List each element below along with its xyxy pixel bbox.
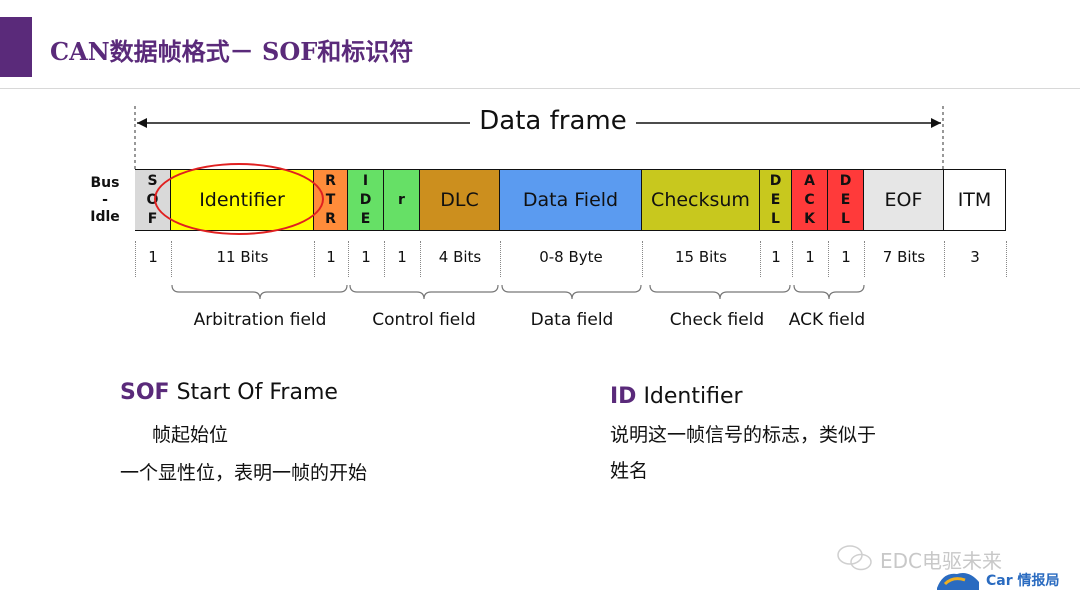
field-itm-label: ITM	[957, 189, 992, 211]
identifier-highlight-ellipse	[154, 163, 324, 235]
bit-separator	[642, 241, 643, 277]
field-ack: A C K	[792, 169, 828, 231]
bit-separator	[171, 241, 172, 277]
bits-r: 1	[397, 248, 407, 266]
field-ack-del: D E L	[828, 169, 864, 231]
bit-separator	[314, 241, 315, 277]
bit-separator	[760, 241, 761, 277]
bit-separator	[384, 241, 385, 277]
bit-separator	[420, 241, 421, 277]
sof-desc-line2: 一个显性位，表明一帧的开始	[120, 462, 368, 484]
bit-separator	[792, 241, 793, 277]
field-r: r	[384, 169, 420, 231]
field-r-label: r	[398, 191, 405, 208]
watermark-brand: Car 情报局	[986, 573, 1060, 589]
field-dlc: DLC	[420, 169, 500, 231]
data-frame-label: Data frame	[470, 106, 636, 136]
bits-ide: 1	[361, 248, 371, 266]
field-rtr: R T R	[314, 169, 348, 231]
bits-itm: 3	[970, 248, 980, 266]
bits-data: 0-8 Byte	[539, 248, 603, 266]
sof-heading: SOF Start Of Frame	[120, 380, 338, 405]
field-ack-label: A C K	[804, 172, 815, 227]
field-checksum-label: Checksum	[651, 189, 750, 211]
id-name: Identifier	[636, 384, 743, 409]
field-ack-del-label: D E L	[839, 172, 852, 227]
id-abbr: ID	[610, 384, 637, 409]
field-checksum: Checksum	[642, 169, 760, 231]
field-ide: I D E	[348, 169, 384, 231]
bit-separator	[864, 241, 865, 277]
sof-name: Start Of Frame	[169, 380, 338, 405]
bit-separator	[135, 241, 136, 277]
group-data: Data field	[530, 310, 614, 330]
bits-ack-del: 1	[841, 248, 851, 266]
bits-identifier: 11 Bits	[216, 248, 269, 266]
id-heading: ID Identifier	[610, 384, 743, 409]
title-divider	[0, 88, 1080, 89]
bits-checksum: 15 Bits	[674, 248, 727, 266]
field-crc-del: D E L	[760, 169, 792, 231]
group-check: Check field	[669, 310, 765, 330]
bit-separator	[500, 241, 501, 277]
group-arbitration: Arbitration field	[193, 310, 327, 330]
sof-abbr: SOF	[120, 380, 170, 405]
bits-dlc: 4 Bits	[438, 248, 482, 266]
sof-desc-line1: 帧起始位	[152, 424, 229, 446]
field-eof: EOF	[864, 169, 944, 231]
bit-separator	[944, 241, 945, 277]
bus-idle-label: Bus - Idle	[82, 175, 128, 226]
bits-ack: 1	[805, 248, 815, 266]
group-control: Control field	[372, 310, 476, 330]
field-crc-del-label: D E L	[769, 172, 782, 227]
slide-title: CAN数据帧格式－ SOF和标识符	[50, 37, 414, 66]
bits-eof: 7 Bits	[882, 248, 926, 266]
bus-idle-text: Bus - Idle	[90, 175, 120, 225]
id-desc-line1: 说明这一帧信号的标志，类似于	[610, 424, 877, 446]
bits-crc-del: 1	[771, 248, 781, 266]
id-desc-line2: 姓名	[610, 460, 649, 482]
field-ide-label: I D E	[359, 172, 372, 227]
wechat-icon	[837, 545, 872, 571]
bits-sof: 1	[148, 248, 158, 266]
bit-separator	[828, 241, 829, 277]
car-logo-icon	[937, 573, 979, 590]
group-ack: ACK field	[788, 310, 866, 330]
title-accent-bar	[0, 17, 32, 77]
field-eof-label: EOF	[884, 189, 923, 211]
field-sof-label: S O F	[146, 172, 159, 227]
bits-rtr: 1	[326, 248, 336, 266]
field-dlc-label: DLC	[440, 189, 479, 211]
field-data-label: Data Field	[522, 189, 619, 211]
watermark-account: EDC电驱未来	[880, 549, 1003, 573]
field-rtr-label: R T R	[325, 172, 336, 227]
bit-separator	[348, 241, 349, 277]
field-itm: ITM	[944, 169, 1006, 231]
bit-separator	[1006, 241, 1007, 277]
field-data: Data Field	[500, 169, 642, 231]
